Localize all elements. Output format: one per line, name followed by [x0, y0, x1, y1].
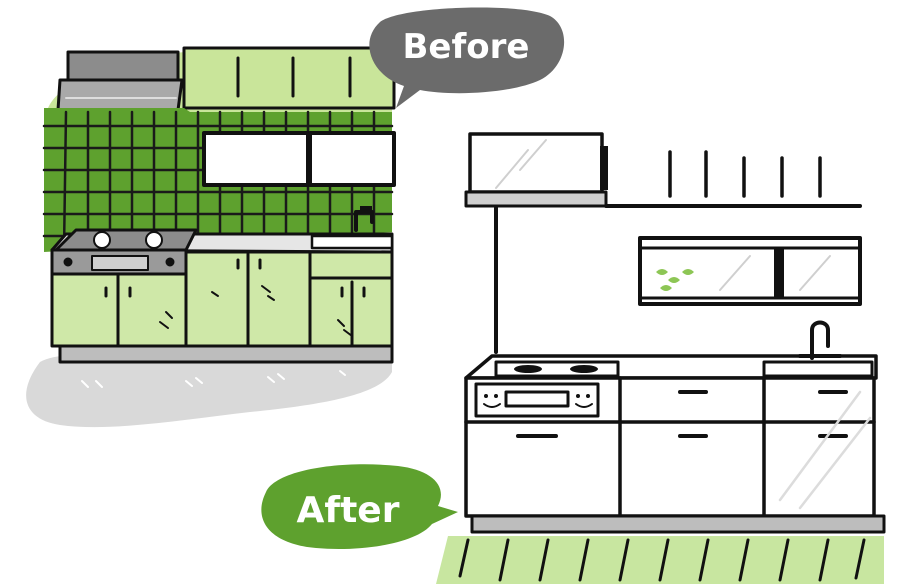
- after-range-hood: [468, 132, 604, 194]
- before-speech-bubble: Before: [369, 7, 565, 109]
- before-kickplate: [58, 344, 394, 364]
- floor-shine-marks: [81, 370, 346, 388]
- after-sink: [762, 360, 874, 378]
- speech-bubble-icon: [261, 464, 458, 549]
- after-kitchen: [436, 132, 886, 584]
- before-scuff-marks: [159, 285, 353, 337]
- before-window-left: [202, 131, 310, 187]
- before-range-hood: [66, 50, 180, 82]
- after-faucet: [810, 320, 830, 360]
- after-label: After: [297, 490, 400, 531]
- before-window-right: [308, 131, 396, 187]
- speech-bubble-icon: [369, 7, 565, 109]
- before-kitchen: [26, 46, 396, 428]
- after-kickplate: [470, 514, 886, 534]
- before-gas-stove: [54, 228, 198, 252]
- before-label: Before: [403, 27, 530, 67]
- before-floor-shadow: [26, 352, 392, 428]
- after-speech-bubble: After: [261, 464, 458, 549]
- before-upper-cabinet: [182, 46, 396, 110]
- after-floor: [436, 536, 884, 584]
- window-plant: [656, 269, 694, 291]
